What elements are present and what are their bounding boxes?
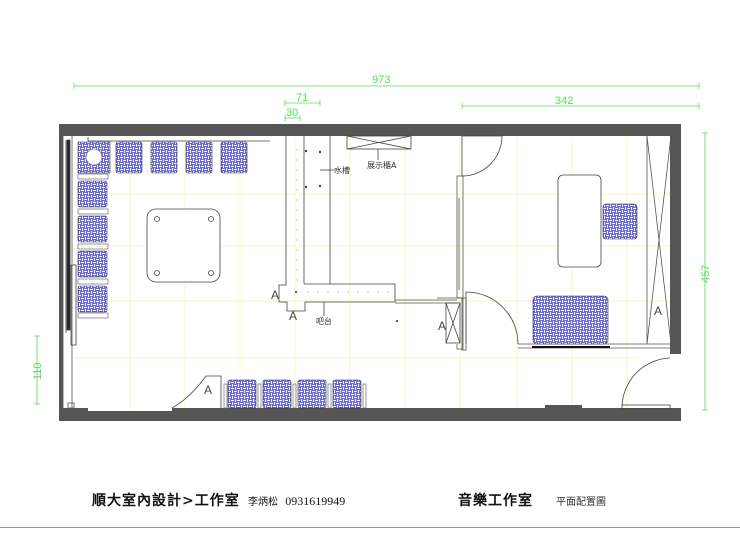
- sofa-cushion[interactable]: [77, 215, 108, 243]
- dimension-30: [284, 115, 301, 121]
- dimension-457: [702, 132, 708, 411]
- designer-contact: 李炳松 0931619949: [248, 493, 345, 509]
- desk-chair[interactable]: [602, 203, 638, 240]
- dimension-342: [461, 103, 700, 109]
- exterior-walls: [59, 124, 681, 421]
- dimension-71: [284, 100, 321, 106]
- tag-a: A: [204, 383, 212, 397]
- door-entrance[interactable]: [621, 357, 671, 410]
- partition-wall: [395, 175, 467, 351]
- dimension-110: [34, 335, 40, 405]
- dimension-overall: [73, 83, 700, 89]
- studio-name: 順大室內設計>工作室: [92, 493, 240, 509]
- tag-a: A: [271, 288, 279, 302]
- display-cabinet[interactable]: [346, 135, 412, 160]
- sofa-cushion[interactable]: [150, 141, 178, 174]
- dimension-30-label: 30: [286, 107, 298, 119]
- sofa-cushion[interactable]: [77, 285, 108, 313]
- designer-name: 李炳松: [248, 497, 278, 508]
- sofa-cushion[interactable]: [185, 141, 213, 174]
- sofa-cushion[interactable]: [115, 141, 143, 174]
- sofa-cushion[interactable]: [77, 250, 108, 278]
- dimension-overall-label: 973: [372, 74, 390, 86]
- sink: [304, 149, 336, 189]
- sofa-cushion[interactable]: [220, 141, 248, 174]
- bottom-armchairs[interactable]: [227, 379, 362, 409]
- counter-dots: [295, 149, 398, 322]
- armchair[interactable]: [332, 379, 362, 409]
- dimension-342-label: 342: [555, 95, 573, 107]
- dimension-457-label: 457: [700, 265, 712, 283]
- desk[interactable]: [557, 174, 602, 268]
- left-sofa-cushions[interactable]: [77, 141, 248, 313]
- small-cabinet[interactable]: [445, 302, 461, 344]
- tag-a: A: [438, 319, 446, 333]
- coffee-table[interactable]: [146, 208, 221, 283]
- armchair[interactable]: [297, 379, 327, 409]
- title-divider: [0, 527, 740, 528]
- designer-phone: 0931619949: [285, 494, 346, 508]
- bar-counter[interactable]: [278, 136, 396, 312]
- left-bench-frame: [65, 137, 270, 346]
- door-lower[interactable]: [465, 291, 519, 345]
- tag-a: A: [289, 309, 297, 323]
- sink-label: 水槽: [334, 165, 350, 175]
- tag-a: A: [654, 304, 662, 318]
- sheet-title: 平面配置圖: [556, 497, 606, 508]
- wall-openings: [88, 354, 681, 411]
- loveseat[interactable]: [532, 295, 610, 348]
- display-cabinet-label: 展示櫃A: [367, 160, 397, 170]
- armchair[interactable]: [262, 379, 292, 409]
- corner-lamp-icon: [85, 148, 103, 166]
- bar-counter-label: 吧台: [316, 316, 332, 326]
- door-bottom-left[interactable]: [171, 375, 222, 409]
- dimension-110-label: 110: [32, 362, 44, 380]
- sofa-cushion[interactable]: [77, 180, 108, 208]
- project-name: 音樂工作室: [458, 493, 533, 509]
- dimension-71-label: 71: [296, 92, 308, 104]
- title-block: 順大室內設計>工作室 李炳松 0931619949 音樂工作室 平面配置圖: [0, 490, 740, 514]
- armchair[interactable]: [227, 379, 257, 409]
- door-upper[interactable]: [461, 135, 503, 177]
- wardrobe[interactable]: [646, 135, 672, 345]
